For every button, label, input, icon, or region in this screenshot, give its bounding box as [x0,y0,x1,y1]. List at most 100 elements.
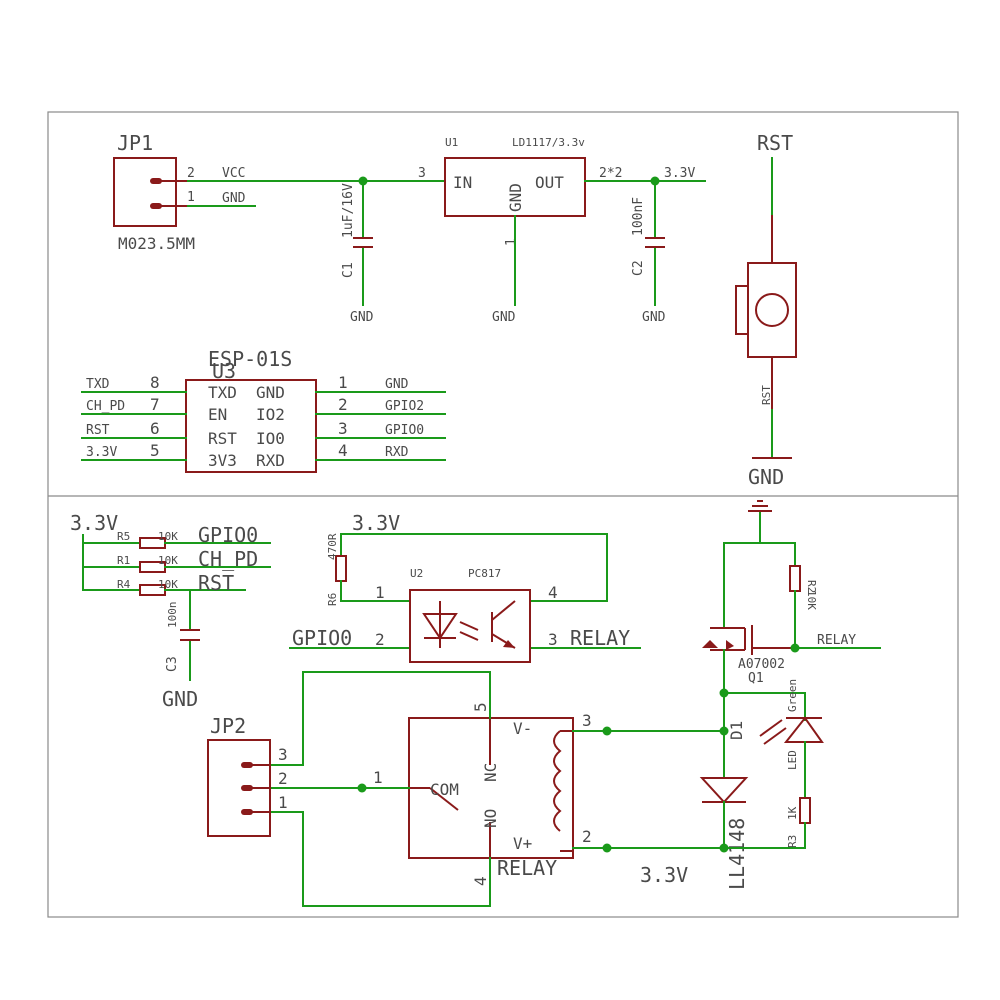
c1-name: C1 [341,262,356,278]
gnd-u1-label: GND [492,310,516,325]
net-vcc-label: VCC [222,166,245,181]
u1-pin-gnd: 1 [504,238,519,246]
c3-value: 100n [166,602,179,629]
opto-supply: 3.3V [352,511,400,535]
driver-supply: 3.3V [640,863,688,887]
jp1-pin2: 2 [187,166,195,181]
c1-capacitor [353,180,373,306]
esp-left-pin-label: EN [208,405,227,424]
u1-pin-out: 2*2 [599,166,622,181]
esp-left-net-label: 3.3V [86,445,117,460]
gnd-c1-label: GND [350,310,374,325]
esp-right-pin-number: 4 [338,441,348,460]
jp1-connector [113,157,188,227]
gnd-c2-label: GND [642,310,666,325]
relay-vminus: V- [513,719,532,738]
relay-com: COM [430,780,459,799]
esp-left-net-label: CH_PD [86,399,125,414]
esp-left-pin-label: 3V3 [208,451,237,470]
esp-left-pin-label: TXD [208,383,237,402]
esp-right-net-label: GPIO0 [385,423,424,438]
r2-name: R2 [805,580,818,593]
driver-net-relay: RELAY [817,633,856,648]
optocoupler-section: 3.3V 470R R6 U2 PC817 1 2 4 3 GPIO0 RELA… [289,511,641,663]
rst-top-label: RST [757,131,793,155]
esp-right-net-label: RXD [385,445,409,460]
r4-net: RST [198,571,234,595]
jp2-pin1: 1 [278,793,288,812]
q1-name: Q1 [748,671,764,686]
jp2-name: JP2 [210,714,246,738]
relay-pin3: 3 [582,711,592,730]
esp-left-pin-label: RST [208,429,237,448]
r6-name: R6 [326,593,339,606]
esp-left-pin-number: 7 [150,395,160,414]
jp1-name: JP1 [117,131,153,155]
esp-right-pin-number: 1 [338,373,348,392]
esp-right-net-label: GPIO2 [385,399,424,414]
q1-value: A07002 [738,657,785,672]
jp1-pin1: 1 [187,190,195,205]
esp-right-pin-label: GND [256,383,285,402]
esp-right-pin-number: 2 [338,395,348,414]
c2-capacitor [645,180,665,306]
pullup-gnd: GND [162,687,198,711]
relay-pin2: 2 [582,827,592,846]
esp-left-net-label: RST [86,423,110,438]
net-3v3-label: 3.3V [664,166,695,181]
relay-nc: NC [481,763,500,782]
pullup-section: 3.3V R5 10K GPIO0 R1 10K CH_PD R4 10K RS… [70,511,271,711]
u1-pin-in: 3 [418,166,426,181]
led-value: Green [786,679,799,712]
esp-left-pin-number: 6 [150,419,160,438]
relay-name: RELAY [497,856,557,880]
opto-pin1: 1 [375,583,385,602]
esp-left-pin-number: 8 [150,373,160,392]
jp2-pin2: 2 [278,769,288,788]
esp-title: ESP-01S [208,347,292,371]
r1-value: 10K [158,554,178,567]
sheet-frame [47,111,959,918]
u2-optocoupler [409,589,531,663]
esp-right-pin-number: 3 [338,419,348,438]
c2-name: C2 [631,260,646,276]
opto-out-net: RELAY [570,626,630,650]
esp01s-module: ESP-01S U3 [185,347,317,473]
esp-body [185,379,317,473]
reset-button-knob [755,293,789,327]
relay-no: NO [481,809,500,828]
r5-net: GPIO0 [198,523,258,547]
r6-value: 470R [326,533,339,560]
u2-name: U2 [410,567,423,580]
led-name: LED [786,750,799,770]
c2-value: 100nF [631,197,646,236]
r3-name: R3 [786,835,799,848]
esp-right-net-label: GND [385,377,409,392]
r5-value: 10K [158,530,178,543]
driver-section: R2 10K RELAY A07002 Q1 D1 LL4148 [640,500,881,890]
r1-name: R1 [117,554,130,567]
u1-value: LD1117/3.3v [512,136,585,149]
esp-right-pin-label: IO2 [256,405,285,424]
r5-name: R5 [117,530,130,543]
pullup-supply: 3.3V [70,511,118,535]
jp2-pin3: 3 [278,745,288,764]
c1-value: 1uF/16V [341,183,356,238]
u2-value: PC817 [468,567,501,580]
reset-button-section: RST RST GND [735,131,797,489]
r3-value: 1K [786,806,799,820]
u1-out: OUT [535,173,564,192]
regulator-section: JP1 M023.5MM 2 1 VCC GND 1uF/16V C1 GND … [113,131,706,325]
opto-pin3: 3 [548,630,558,649]
opto-pin4: 4 [548,583,558,602]
relay-pin4: 4 [471,876,490,886]
c3-name: C3 [165,656,180,672]
rst-gnd-label: GND [748,465,784,489]
esp-right-pin-label: RXD [256,451,285,470]
r4-value: 10K [158,578,178,591]
r4-name: R4 [117,578,131,591]
opto-in-net: GPIO0 [292,626,352,650]
d1-name: D1 [727,721,746,740]
